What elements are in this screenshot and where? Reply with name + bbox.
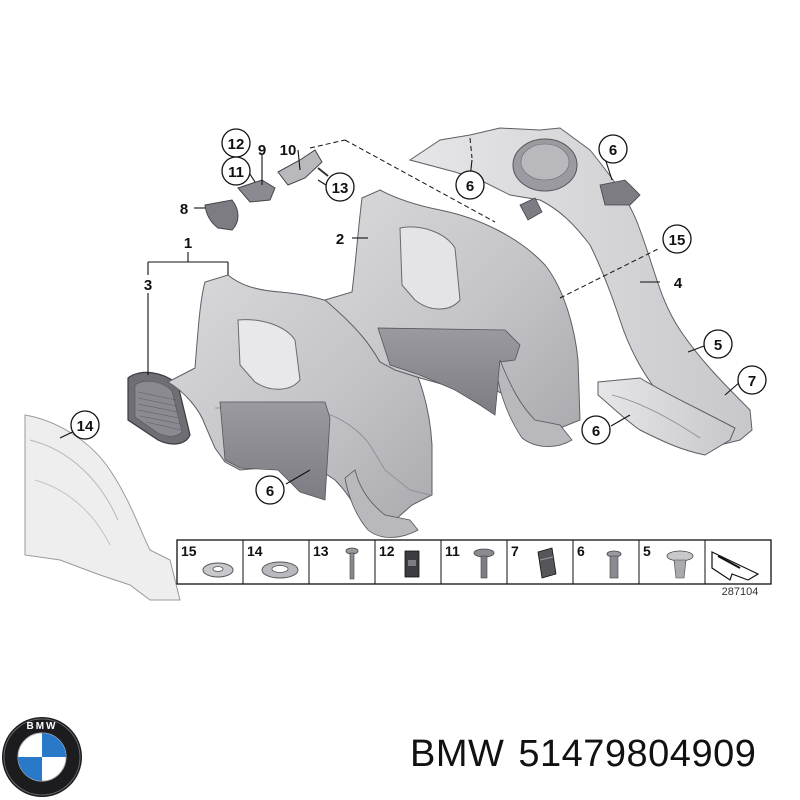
callout-11: 11 — [221, 156, 251, 186]
brand-name: BMW — [410, 733, 505, 775]
part-caption: BMW 51479804909 — [410, 733, 770, 776]
svg-text:12: 12 — [228, 136, 245, 153]
strip-label-7: 7 — [511, 543, 519, 559]
spring-clip-icon — [537, 547, 557, 579]
washer-icon — [261, 561, 299, 579]
svg-text:7: 7 — [748, 373, 756, 390]
part-number: 51479804909 — [518, 733, 757, 775]
callout-12: 12 — [221, 128, 251, 158]
strip-label-12: 12 — [379, 543, 395, 559]
callout-4: 4 — [674, 275, 683, 292]
callout-6-bottom-right: 6 — [581, 415, 611, 445]
callout-6-top-right: 6 — [598, 134, 628, 164]
callout-13: 13 — [325, 172, 355, 202]
strip-label-14: 14 — [247, 543, 263, 559]
svg-text:5: 5 — [714, 337, 722, 354]
svg-text:10: 10 — [280, 142, 297, 159]
svg-text:11: 11 — [228, 164, 244, 181]
logo-letters: BMW — [27, 721, 58, 732]
svg-text:6: 6 — [466, 178, 474, 195]
fastener-strip: 15 14 13 12 11 7 6 5 — [176, 539, 772, 598]
clip-nut-icon — [404, 550, 420, 578]
callout-9: 9 — [258, 142, 266, 159]
callout-1: 1 — [184, 235, 192, 252]
dashed-lines — [309, 137, 661, 299]
strip-label-11: 11 — [445, 543, 460, 559]
part-13-screw-small — [317, 167, 329, 177]
diagram-reference-number: 287104 — [722, 586, 759, 598]
svg-text:1: 1 — [184, 235, 192, 252]
svg-text:3: 3 — [144, 277, 152, 294]
callout-6-left: 6 — [255, 475, 285, 505]
push-clip-icon — [606, 550, 622, 579]
strip-label-15: 15 — [181, 543, 197, 559]
washer-screw-icon — [473, 548, 495, 579]
svg-text:13: 13 — [332, 180, 349, 197]
part-2-middle-trim-panel — [323, 189, 581, 447]
strip-label-13: 13 — [313, 543, 329, 559]
bmw-roundel-icon: BMW — [2, 717, 82, 797]
callouts: 12 9 10 11 13 8 1 3 2 14 — [70, 128, 767, 505]
callout-3: 3 — [144, 277, 152, 294]
expanding-rivet-icon — [666, 550, 694, 579]
svg-text:6: 6 — [266, 483, 274, 500]
part-4-rear-upper-trim — [408, 127, 753, 446]
callout-8: 8 — [180, 201, 188, 218]
strip-label-5: 5 — [643, 543, 651, 559]
svg-text:2: 2 — [336, 231, 344, 248]
callout-2: 2 — [336, 231, 344, 248]
part-3-speaker-grille — [127, 371, 191, 445]
speed-nut-icon — [202, 562, 234, 578]
callout-10: 10 — [280, 142, 297, 159]
strip-label-6: 6 — [577, 543, 585, 559]
callout-14: 14 — [70, 410, 100, 440]
part-8-cover-cap — [204, 199, 239, 231]
callout-5: 5 — [703, 329, 733, 359]
callout-7: 7 — [737, 365, 767, 395]
svg-text:6: 6 — [592, 423, 600, 440]
screw-icon — [345, 547, 359, 580]
part-11-bracket — [237, 179, 276, 203]
callout-6-top-left: 6 — [455, 170, 485, 200]
svg-text:8: 8 — [180, 201, 188, 218]
callout-15: 15 — [662, 224, 692, 254]
part-7-lower-rear-trim — [597, 377, 736, 456]
direction-arrow-icon — [711, 551, 760, 581]
svg-text:14: 14 — [77, 418, 94, 435]
svg-text:9: 9 — [258, 142, 266, 159]
part-14-wheel-arch-liner — [24, 414, 181, 601]
svg-text:4: 4 — [674, 275, 683, 292]
svg-text:6: 6 — [609, 142, 617, 159]
svg-text:15: 15 — [669, 232, 686, 249]
